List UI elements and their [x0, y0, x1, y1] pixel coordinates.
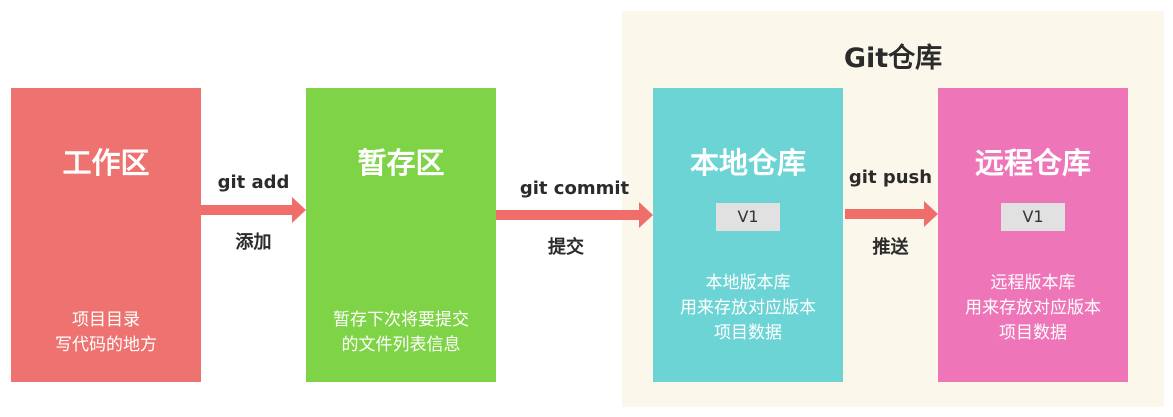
git-commit-arrow-head	[639, 202, 653, 228]
working-directory-box: 工作区 项目目录 写代码的地方	[11, 88, 201, 382]
remote-repo-desc-line: 用来存放对应版本	[965, 298, 1101, 318]
remote-repo-version-badge: V1	[1001, 203, 1065, 231]
git-push-action-label: 推送	[872, 237, 909, 258]
local-repo-title: 本地仓库	[689, 146, 806, 180]
local-repo-desc-line: 用来存放对应版本	[680, 298, 816, 318]
local-repo-version-badge: V1	[716, 203, 780, 231]
working-directory-title: 工作区	[62, 146, 150, 180]
remote-repo-desc-line: 项目数据	[999, 323, 1067, 343]
git-commit-command-label: git commit	[519, 178, 630, 199]
staging-area-desc-line: 暂存下次将要提交	[333, 310, 469, 330]
git-commit-action-label: 提交	[548, 237, 584, 258]
git-add-action-label: 添加	[235, 232, 272, 253]
git-repo-title: Git仓库	[843, 43, 943, 74]
git-add-arrow-shaft	[201, 205, 293, 215]
git-add-arrow	[201, 197, 306, 223]
staging-area-box: 暂存区 暂存下次将要提交 的文件列表信息	[306, 88, 496, 382]
local-repo-desc-line: 项目数据	[714, 323, 782, 343]
remote-repo-desc-line: 远程版本库	[990, 273, 1076, 293]
working-directory-desc-line: 项目目录	[72, 310, 140, 330]
git-commit-arrow	[496, 202, 653, 228]
working-directory-desc-line: 写代码的地方	[55, 335, 157, 355]
git-push-arrow-head	[924, 201, 938, 227]
staging-area-desc: 暂存下次将要提交 的文件列表信息	[306, 308, 496, 358]
remote-repo-title: 远程仓库	[974, 146, 1091, 180]
local-repo-desc: 本地版本库 用来存放对应版本 项目数据	[653, 271, 843, 346]
git-add-command-label: git add	[217, 172, 290, 193]
staging-area-desc-line: 的文件列表信息	[341, 335, 461, 355]
local-repo-box: 本地仓库 V1 本地版本库 用来存放对应版本 项目数据	[653, 88, 843, 382]
git-push-command-label: git push	[848, 167, 933, 188]
remote-repo-desc: 远程版本库 用来存放对应版本 项目数据	[938, 271, 1128, 346]
local-repo-desc-line: 本地版本库	[705, 273, 791, 293]
working-directory-desc: 项目目录 写代码的地方	[11, 308, 201, 358]
git-add-arrow-head	[292, 197, 306, 223]
git-commit-arrow-shaft	[496, 210, 640, 220]
staging-area-title: 暂存区	[357, 146, 445, 180]
git-push-arrow	[845, 201, 938, 227]
remote-repo-box: 远程仓库 V1 远程版本库 用来存放对应版本 项目数据	[938, 88, 1128, 382]
git-push-arrow-shaft	[845, 209, 925, 219]
